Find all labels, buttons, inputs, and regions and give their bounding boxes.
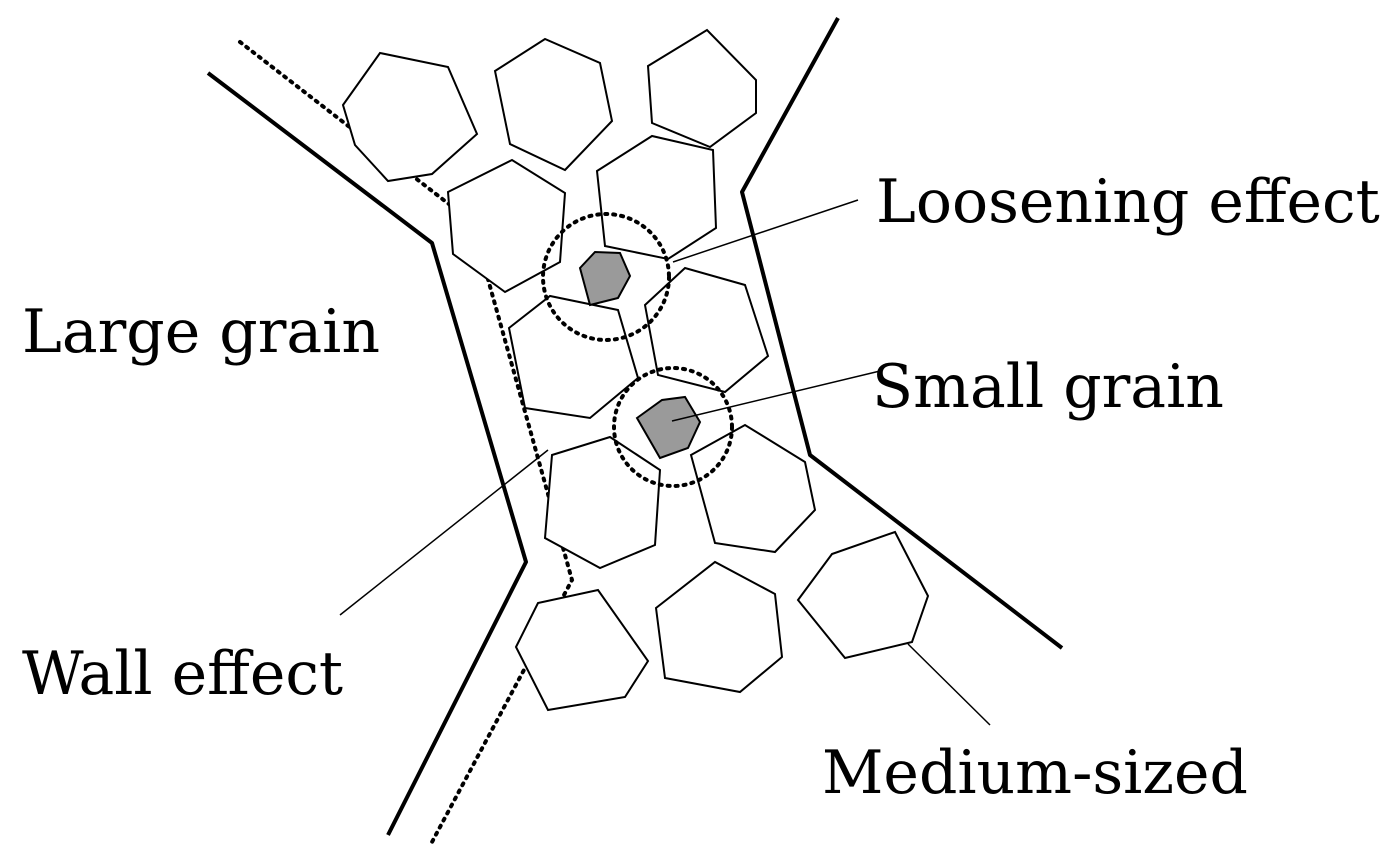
- wall-effect-leader: [339, 449, 549, 616]
- small-grain-hexagon: [578, 250, 632, 307]
- large-grain-boundary-left: [206, 71, 528, 836]
- medium-grain-hexagon: [507, 294, 640, 420]
- wall-effect-label: Wall effect: [22, 639, 343, 709]
- loosening-effect-zone: [541, 212, 671, 342]
- small-grain-zone: [612, 366, 734, 488]
- medium-grain-hexagon: [446, 158, 567, 294]
- small-grain-label: Small grain: [872, 352, 1224, 422]
- medium-grain-hexagon: [595, 134, 718, 261]
- medium-grain-hexagon: [796, 530, 930, 660]
- medium-grain-hexagon: [341, 51, 479, 183]
- medium-grain-hexagon: [493, 37, 614, 172]
- small-grain-leader: [671, 370, 881, 422]
- large-grain-label: Large grain: [22, 297, 380, 367]
- medium-grain-hexagon: [643, 266, 770, 394]
- medium-grain-hexagon: [646, 28, 757, 149]
- medium-sized-leader: [907, 643, 991, 726]
- loosening-effect-label: Loosening effect: [876, 167, 1380, 237]
- loosening-effect-leader: [672, 199, 859, 263]
- medium-grain-hexagon: [689, 423, 817, 554]
- medium-grain-hexagon: [543, 435, 662, 570]
- medium-grain-hexagon: [514, 588, 650, 712]
- medium-grain-hexagon: [654, 560, 784, 694]
- medium-sized-label: Medium-sized: [822, 738, 1248, 808]
- large-grain-boundary-right: [740, 17, 1064, 650]
- small-grain-hexagon: [635, 395, 702, 460]
